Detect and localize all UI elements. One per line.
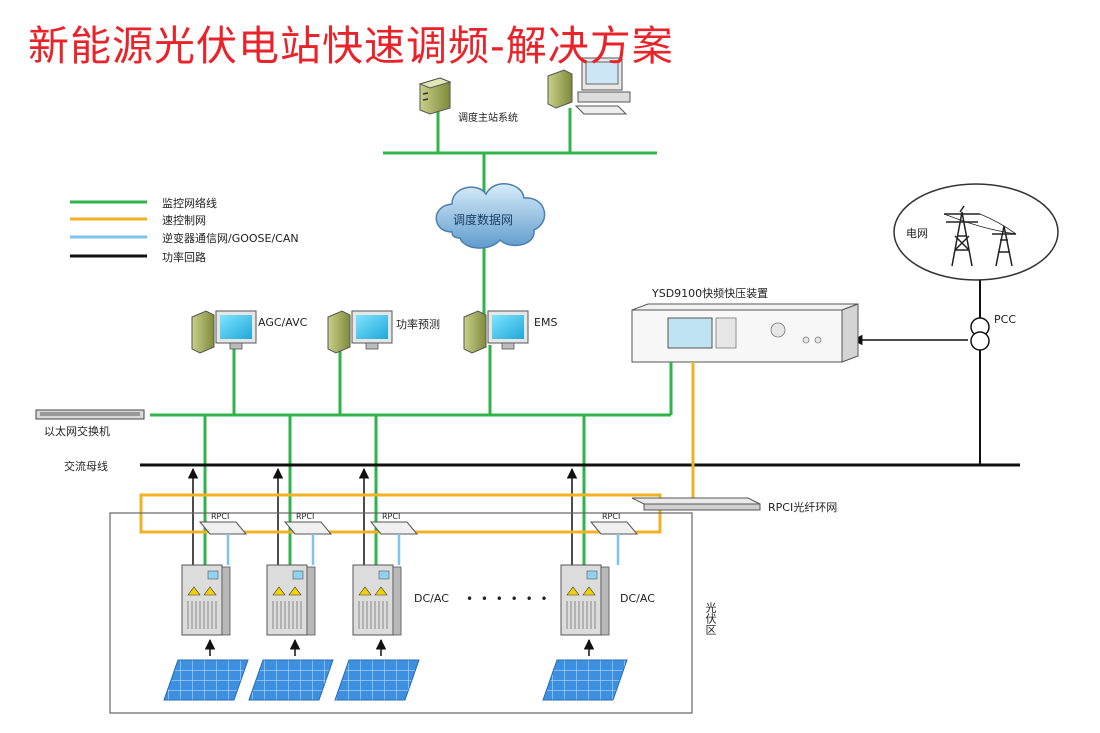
rack-device-icon: [631, 303, 859, 363]
rpci-label-1: RPCI: [211, 512, 230, 521]
transformer-icon: [970, 317, 990, 351]
dispatch-master-label: 调度主站系统: [458, 113, 518, 124]
pv-area-label: 光伏区: [704, 602, 717, 635]
grid-label: 电网: [906, 227, 928, 240]
switch-label: 以太网交换机: [44, 425, 110, 438]
workstation-agc: [191, 310, 257, 354]
rpci-label-2: RPCI: [296, 512, 315, 521]
pcc-label: PCC: [994, 313, 1016, 326]
pv-area-box: [109, 512, 693, 714]
workstation-forecast: [327, 310, 393, 354]
dcac-label-1: DC/AC: [414, 592, 449, 605]
ac-bus-label: 交流母线: [64, 460, 108, 473]
dcac-label-2: DC/AC: [620, 592, 655, 605]
ems-label: EMS: [534, 316, 558, 329]
dc-arrows: [204, 638, 595, 656]
power-arrows: [187, 467, 578, 565]
forecast-label: 功率预测: [396, 318, 440, 331]
workstation-icon: [547, 57, 631, 115]
dispatch-bus: [383, 108, 657, 322]
inverter-icon: [181, 564, 610, 636]
ellipsis-label: • • • • • •: [466, 592, 550, 606]
page-title: 新能源光伏电站快速调频-解决方案: [28, 22, 674, 70]
legend-inverter-comm: 逆变器通信网/GOOSE/CAN: [162, 232, 299, 245]
grid-ellipse: [893, 183, 1059, 281]
fast-device-label: YSD9100快频快压装置: [652, 287, 769, 300]
transmission-tower-icon: [943, 205, 1017, 267]
workstation-ems: [463, 310, 529, 354]
legend-monitoring: 监控网络线: [162, 197, 217, 210]
server-icon: [418, 77, 452, 115]
inverter-comm-lines: [226, 534, 620, 565]
network-switch-icon: [35, 409, 145, 420]
legend-fast-control: 速控制网: [162, 214, 206, 227]
rpci-ring-device: [631, 497, 761, 511]
rpci-label-4: RPCI: [602, 512, 621, 521]
fast-control-ring: [139, 362, 695, 534]
agc-label: AGC/AVC: [258, 316, 308, 329]
rpci-label-3: RPCI: [382, 512, 401, 521]
lan-bus: [150, 345, 673, 565]
dispatch-network-label: 调度数据网: [453, 213, 514, 227]
legend-power-circuit: 功率回路: [162, 251, 206, 264]
rpci-modules: [198, 521, 639, 535]
solar-panel-icon: [163, 659, 628, 701]
cloud-icon: [435, 183, 546, 249]
rpci-ring-label: RPCI光纤环网: [768, 501, 838, 514]
